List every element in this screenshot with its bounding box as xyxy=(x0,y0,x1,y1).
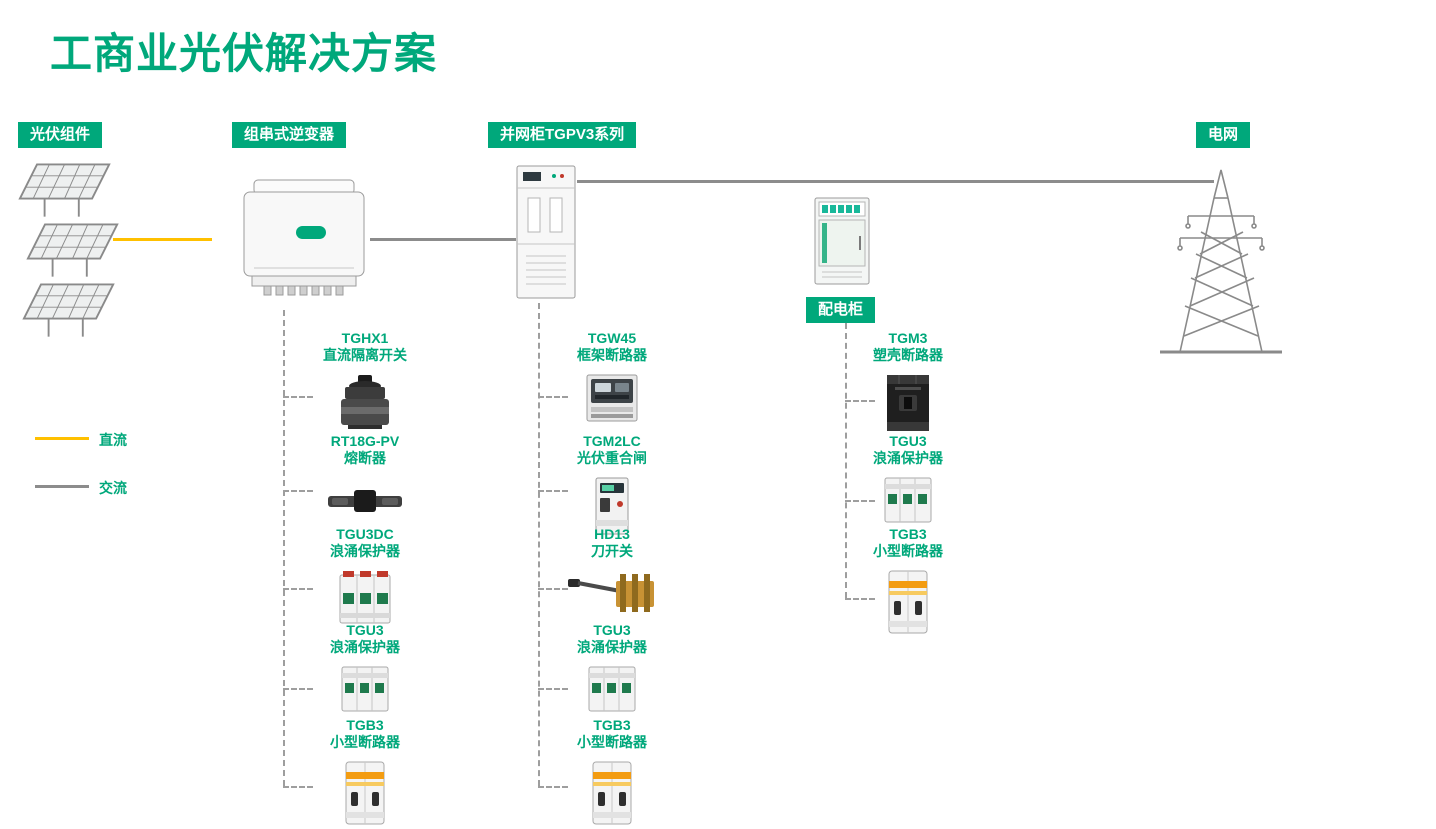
component-tgu3dc: TGU3DC 浪涌保护器 xyxy=(295,526,435,629)
legend-dc-line xyxy=(35,437,89,440)
connector-branch xyxy=(845,500,875,502)
component-model: TGM3 xyxy=(888,330,928,346)
component-tgu3: TGU3 浪涌保护器 xyxy=(295,622,435,715)
surge-protector-icon xyxy=(295,665,435,715)
surge-protector-icon xyxy=(542,665,682,715)
ac-line-grid-cabinet-to-grid xyxy=(577,180,1214,183)
component-tgw45: TGW45 框架断路器 xyxy=(542,330,682,423)
distribution-cabinet-icon xyxy=(812,196,872,293)
component-model: TGU3 xyxy=(593,622,631,638)
component-tgb3: TGB3 小型断路器 xyxy=(295,717,435,826)
component-hd13: HD13 刀开关 xyxy=(542,526,682,615)
component-tgm2lc: TGM2LC 光伏重合闸 xyxy=(542,433,682,536)
connector-distribution-column xyxy=(845,323,847,598)
connector-branch xyxy=(283,396,313,398)
connector-branch xyxy=(283,786,313,788)
component-type: 直流隔离开关 xyxy=(323,347,407,363)
connector-branch xyxy=(538,490,568,492)
component-model: TGB3 xyxy=(889,526,927,542)
component-tgu3: TGU3 浪涌保护器 xyxy=(542,622,682,715)
component-model: TGU3 xyxy=(346,622,384,638)
component-model: TGM2LC xyxy=(583,433,641,449)
connector-branch xyxy=(845,400,875,402)
stage-label-distribution-cabinet: 配电柜 xyxy=(806,297,876,323)
surge-protector-icon xyxy=(838,476,978,526)
component-model: TGB3 xyxy=(593,717,631,733)
connector-branch xyxy=(538,396,568,398)
miniature-circuit-breaker-icon xyxy=(295,760,435,826)
connector-branch xyxy=(845,598,875,600)
air-circuit-breaker-icon xyxy=(542,373,682,423)
ac-line-inverter-to-grid-cabinet xyxy=(370,238,516,241)
miniature-circuit-breaker-icon xyxy=(542,760,682,826)
miniature-circuit-breaker-icon xyxy=(838,569,978,635)
component-model: TGW45 xyxy=(587,330,637,346)
component-type: 浪涌保护器 xyxy=(873,450,943,466)
component-type: 小型断路器 xyxy=(577,734,647,750)
component-tgb3: TGB3 小型断路器 xyxy=(838,526,978,635)
component-type: 熔断器 xyxy=(344,450,386,466)
page-title: 工商业光伏解决方案 xyxy=(50,30,438,77)
stage-label-string-inverter: 组串式逆变器 xyxy=(232,122,347,148)
fuse-icon xyxy=(295,489,435,513)
connector-branch xyxy=(538,588,568,590)
component-tgm3: TGM3 塑壳断路器 xyxy=(838,330,978,433)
connector-branch xyxy=(283,490,313,492)
connector-branch xyxy=(538,688,568,690)
component-model: TGU3DC xyxy=(336,526,394,542)
component-model: RT18G-PV xyxy=(330,433,400,449)
component-type: 浪涌保护器 xyxy=(330,543,400,559)
knife-switch-icon xyxy=(542,569,682,615)
component-type: 塑壳断路器 xyxy=(873,347,943,363)
solar-panel-icon xyxy=(26,220,121,287)
component-type: 浪涌保护器 xyxy=(577,639,647,655)
stage-label-power-grid: 电网 xyxy=(1196,122,1251,148)
surge-protector-icon xyxy=(295,569,435,629)
pv-recloser-icon xyxy=(542,476,682,536)
connector-branch xyxy=(283,688,313,690)
connector-branch xyxy=(283,588,313,590)
component-model: TGU3 xyxy=(889,433,927,449)
stage-label-pv-modules: 光伏组件 xyxy=(18,122,103,148)
component-type: 小型断路器 xyxy=(873,543,943,559)
connector-grid-cabinet-column xyxy=(538,303,540,786)
component-rt18g-pv: RT18G-PV 熔断器 xyxy=(295,433,435,513)
component-tghx1: TGHX1 直流隔离开关 xyxy=(295,330,435,431)
component-tgu3: TGU3 浪涌保护器 xyxy=(838,433,978,526)
legend-dc-label: 直流 xyxy=(99,432,127,448)
solar-panel-icon xyxy=(22,280,117,347)
component-tgb3: TGB3 小型断路器 xyxy=(542,717,682,826)
component-type: 框架断路器 xyxy=(577,347,647,363)
component-model: TGHX1 xyxy=(341,330,389,346)
component-type: 小型断路器 xyxy=(330,734,400,750)
legend-ac-label: 交流 xyxy=(99,480,127,496)
component-model: HD13 xyxy=(594,526,630,542)
connector-inverter-column xyxy=(283,310,285,786)
dc-line xyxy=(113,238,212,241)
grid-cabinet-icon xyxy=(514,164,578,307)
dc-isolator-switch-icon xyxy=(295,373,435,431)
component-type: 浪涌保护器 xyxy=(330,639,400,655)
component-model: TGB3 xyxy=(346,717,384,733)
solar-panel-icon xyxy=(18,160,113,227)
component-type: 刀开关 xyxy=(591,543,633,559)
power-grid-tower-icon xyxy=(1158,160,1284,361)
legend-ac-line xyxy=(35,485,89,488)
stage-label-grid-cabinet: 并网柜TGPV3系列 xyxy=(488,122,637,148)
string-inverter-icon xyxy=(238,176,370,307)
connector-branch xyxy=(538,786,568,788)
component-type: 光伏重合闸 xyxy=(577,450,647,466)
molded-case-circuit-breaker-icon xyxy=(838,373,978,433)
